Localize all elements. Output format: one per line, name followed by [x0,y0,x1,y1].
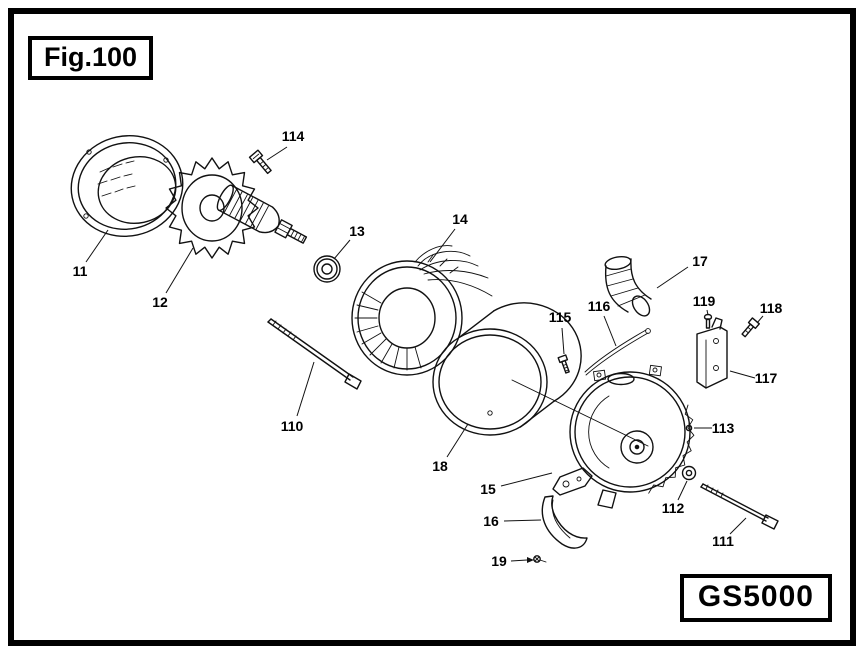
part-label-112: 112 [662,500,685,516]
part-11-end-cover [70,135,184,237]
figure-number-label: Fig.100 [44,42,138,72]
model-number-box: GS5000 [679,574,832,622]
part-label-16: 16 [483,513,499,529]
part-113-pin [685,418,693,432]
part-label-114: 114 [282,128,305,144]
part-12-rotor-fan [165,157,308,259]
part-116-wire [584,328,651,376]
model-number-label: GS5000 [697,580,814,613]
part-112-nut [681,465,697,481]
part-18-housing-ring [432,302,649,447]
part-119-screw [703,313,713,329]
part-label-113: 113 [712,420,735,436]
part-label-12: 12 [152,294,168,310]
part-19-screw [533,555,547,563]
part-13-bearing [313,255,341,283]
part-115-screw [557,354,570,374]
part-15-blower-housing [552,364,695,509]
page-border-frame [8,8,856,646]
part-label-119: 119 [693,293,716,309]
part-110-bolt [267,318,362,390]
leader-lines [85,146,764,563]
part-111-bolt [700,483,779,530]
part-label-110: 110 [281,418,304,434]
part-label-118: 118 [760,300,783,316]
part-118-screw [741,317,760,338]
figure-number-box: Fig.100 [28,36,154,81]
part-label-11: 11 [73,263,88,279]
part-label-15: 15 [480,481,496,497]
part-label-19: 19 [491,553,507,569]
part-label-111: 111 [712,533,734,549]
part-label-13: 13 [349,223,365,239]
part-16-air-guide [541,495,588,549]
part-label-115: 115 [549,309,572,325]
part-14-stator [351,245,493,376]
part-117-bracket [696,317,728,389]
part-label-18: 18 [432,458,448,474]
part-17-elbow-duct [604,255,652,317]
part-label-117: 117 [755,370,778,386]
part-label-116: 116 [588,298,611,314]
part-labels: 11 12 13 14 15 16 17 18 19 110 111 112 1… [73,128,783,569]
part-label-17: 17 [692,253,708,269]
part-label-14: 14 [452,211,468,227]
part-114-screw [248,149,272,175]
